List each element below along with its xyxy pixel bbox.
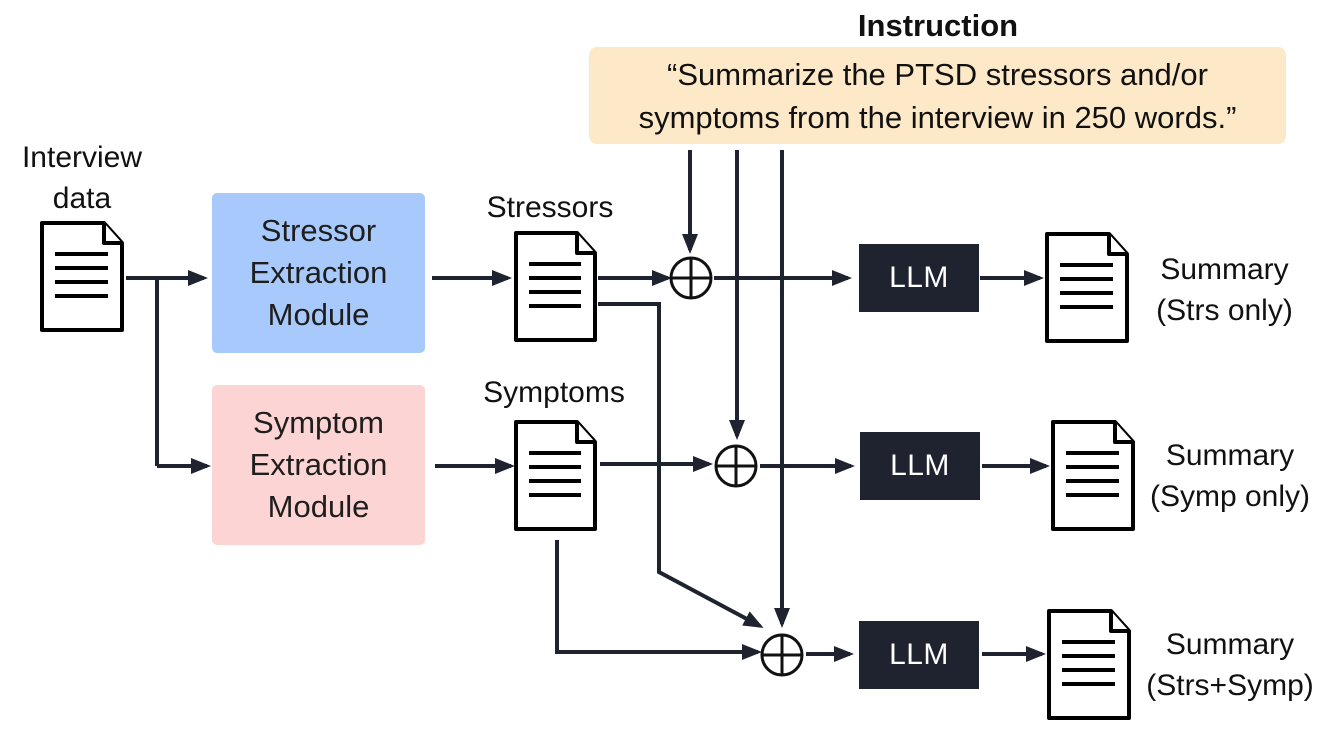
output-label-symp-only: Summary (Symp only) (1149, 439, 1311, 513)
arrow-stressors-to-combine-3 (598, 302, 764, 628)
instruction-title: Instruction (857, 8, 1019, 43)
summary-symp-document-icon (1051, 420, 1135, 531)
arrow-symptoms-to-combine-3 (555, 540, 762, 660)
output-label-strs-only: Summary (Strs only) (1156, 253, 1293, 327)
llm-block-1: LLM (859, 244, 979, 312)
output-label-strs-symp: Summary (Strs+Symp) (1146, 628, 1314, 702)
stressors-document-icon (514, 231, 597, 342)
summary-strs-document-icon (1045, 232, 1129, 343)
stressor-extraction-module: Stressor Extraction Module (212, 193, 425, 353)
llm-block-2: LLM (860, 432, 980, 500)
interview-data-label: Interview data (21, 141, 143, 215)
llm-block-3: LLM (859, 621, 979, 689)
combine-1-icon (669, 256, 713, 300)
symptoms-document-icon (514, 420, 597, 531)
interview-document-icon (40, 221, 124, 332)
combine-3-icon (760, 633, 804, 677)
combine-2-icon (714, 444, 758, 488)
stressors-label: Stressors (486, 191, 614, 224)
summary-combined-document-icon (1047, 609, 1131, 720)
symptom-extraction-module: Symptom Extraction Module (212, 385, 425, 545)
instruction-box: “Summarize the PTSD stressors and/or sym… (589, 47, 1286, 144)
symptoms-label: Symptoms (483, 376, 625, 409)
